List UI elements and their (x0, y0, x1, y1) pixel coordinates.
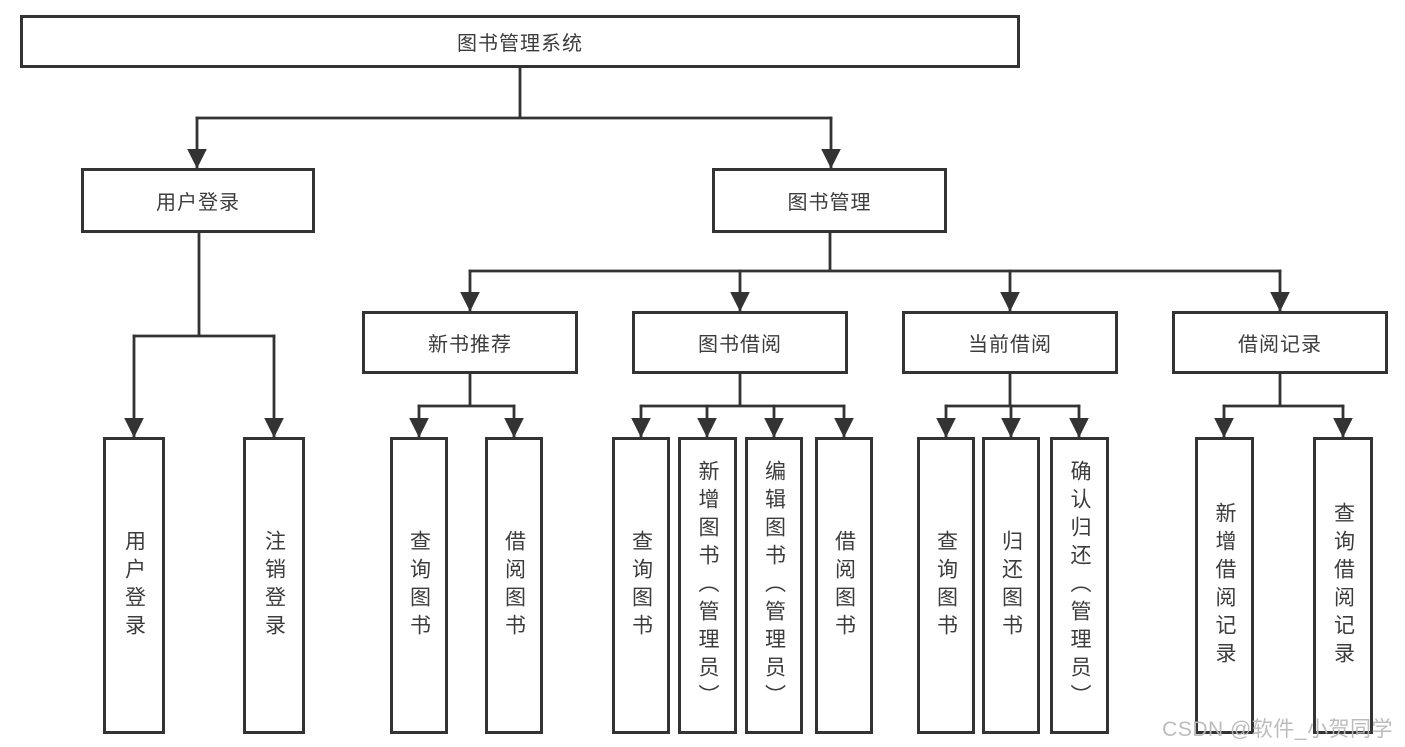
leaf-label: 查询图书 (407, 529, 431, 642)
node-current-borrowing: 当前借阅 (902, 311, 1118, 374)
leaf-label: 借阅图书 (502, 529, 526, 642)
leaf-query-books-recommend: 查询图书 (390, 437, 448, 734)
watermark: CSDN @软件_小贺同学 (1162, 718, 1393, 741)
leaf-user-login: 用户登录 (103, 437, 165, 734)
leaf-borrow-books-recommend: 借阅图书 (485, 437, 543, 734)
node-label: 图书管理系统 (457, 33, 583, 55)
leaf-logout: 注销登录 (243, 437, 305, 734)
leaf-return-books: 归还图书 (982, 437, 1040, 734)
node-label: 借阅记录 (1238, 334, 1322, 356)
leaf-label: 新增借阅记录 (1213, 501, 1236, 670)
leaf-edit-books-admin: 编辑图书（管理员） (745, 437, 803, 734)
leaf-label: 查询借阅记录 (1331, 501, 1355, 670)
leaf-label: 归还图书 (999, 529, 1023, 642)
leaf-label: 查询图书 (629, 529, 653, 642)
leaf-label: 查询图书 (934, 529, 958, 642)
node-label: 图书管理 (787, 192, 872, 214)
leaf-label: 新增图书（管理员） (696, 459, 719, 712)
node-book-borrowing: 图书借阅 (632, 311, 848, 374)
node-new-book-recommend: 新书推荐 (362, 311, 578, 374)
leaf-query-books-current: 查询图书 (917, 437, 975, 734)
node-book-management: 图书管理 (712, 168, 947, 233)
node-library-system-root: 图书管理系统 (20, 15, 1020, 68)
node-label: 新书推荐 (428, 334, 512, 356)
leaf-label: 注销登录 (262, 529, 286, 642)
leaf-query-books-borrow: 查询图书 (612, 437, 670, 734)
leaf-label: 确认归还（管理员） (1068, 459, 1091, 712)
leaf-label: 编辑图书（管理员） (762, 459, 786, 712)
node-label: 用户登录 (156, 192, 240, 214)
leaf-label: 用户登录 (122, 529, 146, 642)
node-user-login: 用户登录 (81, 168, 315, 233)
leaf-query-borrow-record: 查询借阅记录 (1313, 437, 1373, 734)
node-label: 当前借阅 (968, 334, 1052, 356)
leaf-confirm-return-admin: 确认归还（管理员） (1050, 437, 1109, 734)
node-label: 图书借阅 (698, 334, 782, 356)
node-borrowing-records: 借阅记录 (1172, 311, 1388, 374)
leaf-label: 借阅图书 (832, 529, 856, 642)
leaf-borrow-books: 借阅图书 (815, 437, 873, 734)
leaf-add-borrow-record: 新增借阅记录 (1195, 437, 1254, 734)
leaf-add-books-admin: 新增图书（管理员） (678, 437, 737, 734)
